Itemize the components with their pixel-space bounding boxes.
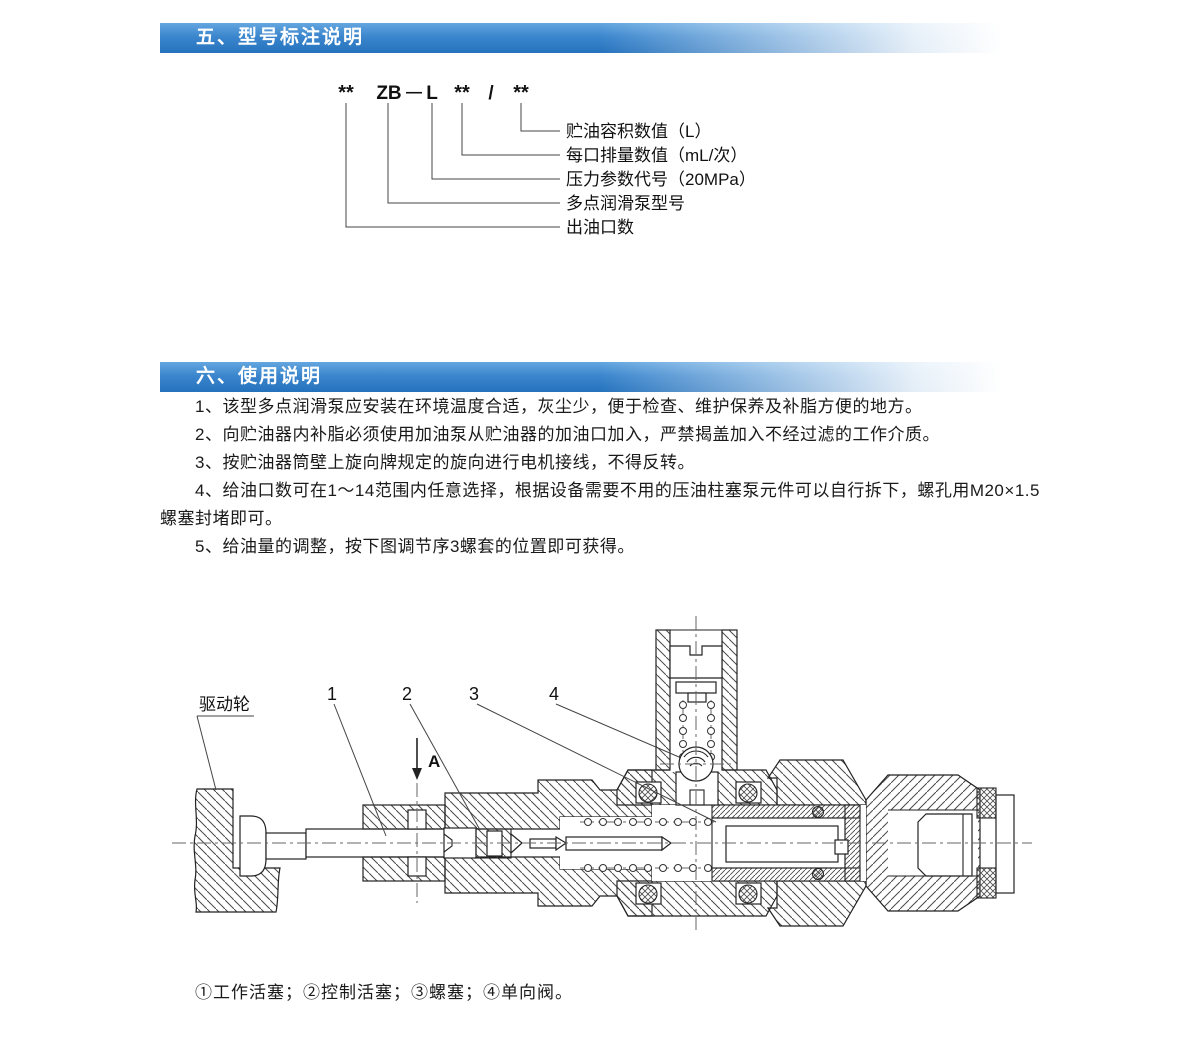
tower-wall-left <box>655 629 671 771</box>
model-code-l: L <box>426 83 438 104</box>
model-code-slash: / <box>488 83 494 104</box>
leader-line <box>520 103 560 132</box>
part-number-3: 3 <box>469 684 479 704</box>
outlet-extension <box>995 794 1015 894</box>
section5-header-bar: 五、型号标注说明 <box>160 23 1038 53</box>
pump-section-drawing: A 驱动轮 1 2 3 4 <box>172 616 1032 932</box>
drive-wheel-block <box>193 788 281 913</box>
model-code-dash: — <box>406 84 422 101</box>
housing-lower <box>362 856 446 882</box>
follower-stem <box>265 832 307 860</box>
o-ring <box>738 783 758 803</box>
right-collar-lower <box>766 880 867 927</box>
instruction-item: 3、按贮油器筒壁上旋向牌规定的旋向进行电机接线，不得反转。 <box>195 453 695 472</box>
right-collar-upper <box>766 759 867 806</box>
part-number-2: 2 <box>402 684 412 704</box>
housing-upper <box>362 804 446 830</box>
section6-header-bar: 六、使用说明 <box>160 362 1038 392</box>
instruction-item: 4、给油口数可在1～14范围内任意选择，根据设备需要不用的压油柱塞泵元件可以自行… <box>160 481 1040 528</box>
spool-nub <box>834 839 849 855</box>
seal-block-lower <box>976 867 997 899</box>
leader-line <box>461 103 560 156</box>
part-number-1: 1 <box>327 684 337 704</box>
instruction-item: 2、向贮油器内补脂必须使用加油泵从贮油器的加油口加入，严禁揭盖加入不经过滤的工作… <box>195 425 940 444</box>
drive-wheel-label: 驱动轮 <box>199 695 250 714</box>
o-ring <box>738 884 758 904</box>
section-marker-label: A <box>428 752 440 771</box>
model-code-displacement: ** <box>454 82 470 104</box>
leader-line <box>345 103 560 228</box>
leader-line <box>196 715 217 791</box>
part-number-4: 4 <box>549 684 559 704</box>
model-code-outlets: ** <box>338 82 354 104</box>
leader-line <box>333 703 387 837</box>
o-ring <box>638 783 658 803</box>
figure-caption: ①工作活塞；②控制活塞；③螺塞；④单向阀。 <box>195 983 573 1002</box>
leader-line <box>431 103 560 180</box>
model-code-volume: ** <box>513 82 529 104</box>
tower-wall-right <box>721 629 738 771</box>
part-labels: 驱动轮 1 2 3 4 <box>196 684 717 837</box>
end-plug <box>917 813 973 877</box>
section5-title: 五、型号标注说明 <box>196 27 365 48</box>
o-ring-small <box>812 806 824 818</box>
seal-block-upper <box>976 787 997 819</box>
model-code-zb: ZB <box>376 83 401 104</box>
main-spring <box>580 818 714 872</box>
code-label-pump-model: 多点润滑泵型号 <box>566 194 685 213</box>
usage-instructions: 1、该型多点润滑泵应安装在环境温度合适，灰尘少，便于检查、维护保养及补脂方便的地… <box>160 393 1044 561</box>
spring-seat-stem <box>687 692 707 703</box>
section6-title: 六、使用说明 <box>196 366 323 387</box>
code-label-pressure: 压力参数代号（20MPa） <box>566 170 756 189</box>
code-label-volume: 贮油容积数值（L） <box>566 122 711 141</box>
model-designation-diagram: ** ZB — L ** / ** 贮油容积数值（L） 每口排量数值（mL/次）… <box>338 82 756 237</box>
instruction-item: 1、该型多点润滑泵应安装在环境温度合适，灰尘少，便于检查、维护保养及补脂方便的地… <box>195 397 923 416</box>
o-ring-small <box>812 868 824 880</box>
section-arrow-a: A <box>412 738 440 780</box>
leader-line <box>409 703 481 831</box>
control-spool <box>725 825 839 863</box>
leader-line <box>387 103 560 204</box>
o-ring <box>638 884 658 904</box>
follower-flange <box>239 815 267 877</box>
leader-line <box>476 703 717 823</box>
code-label-displacement: 每口排量数值（mL/次） <box>566 146 747 165</box>
instruction-item: 5、给油量的调整，按下图调节序3螺套的位置即可获得。 <box>195 537 635 556</box>
code-label-outlets: 出油口数 <box>566 218 634 237</box>
leader-line <box>555 703 680 758</box>
